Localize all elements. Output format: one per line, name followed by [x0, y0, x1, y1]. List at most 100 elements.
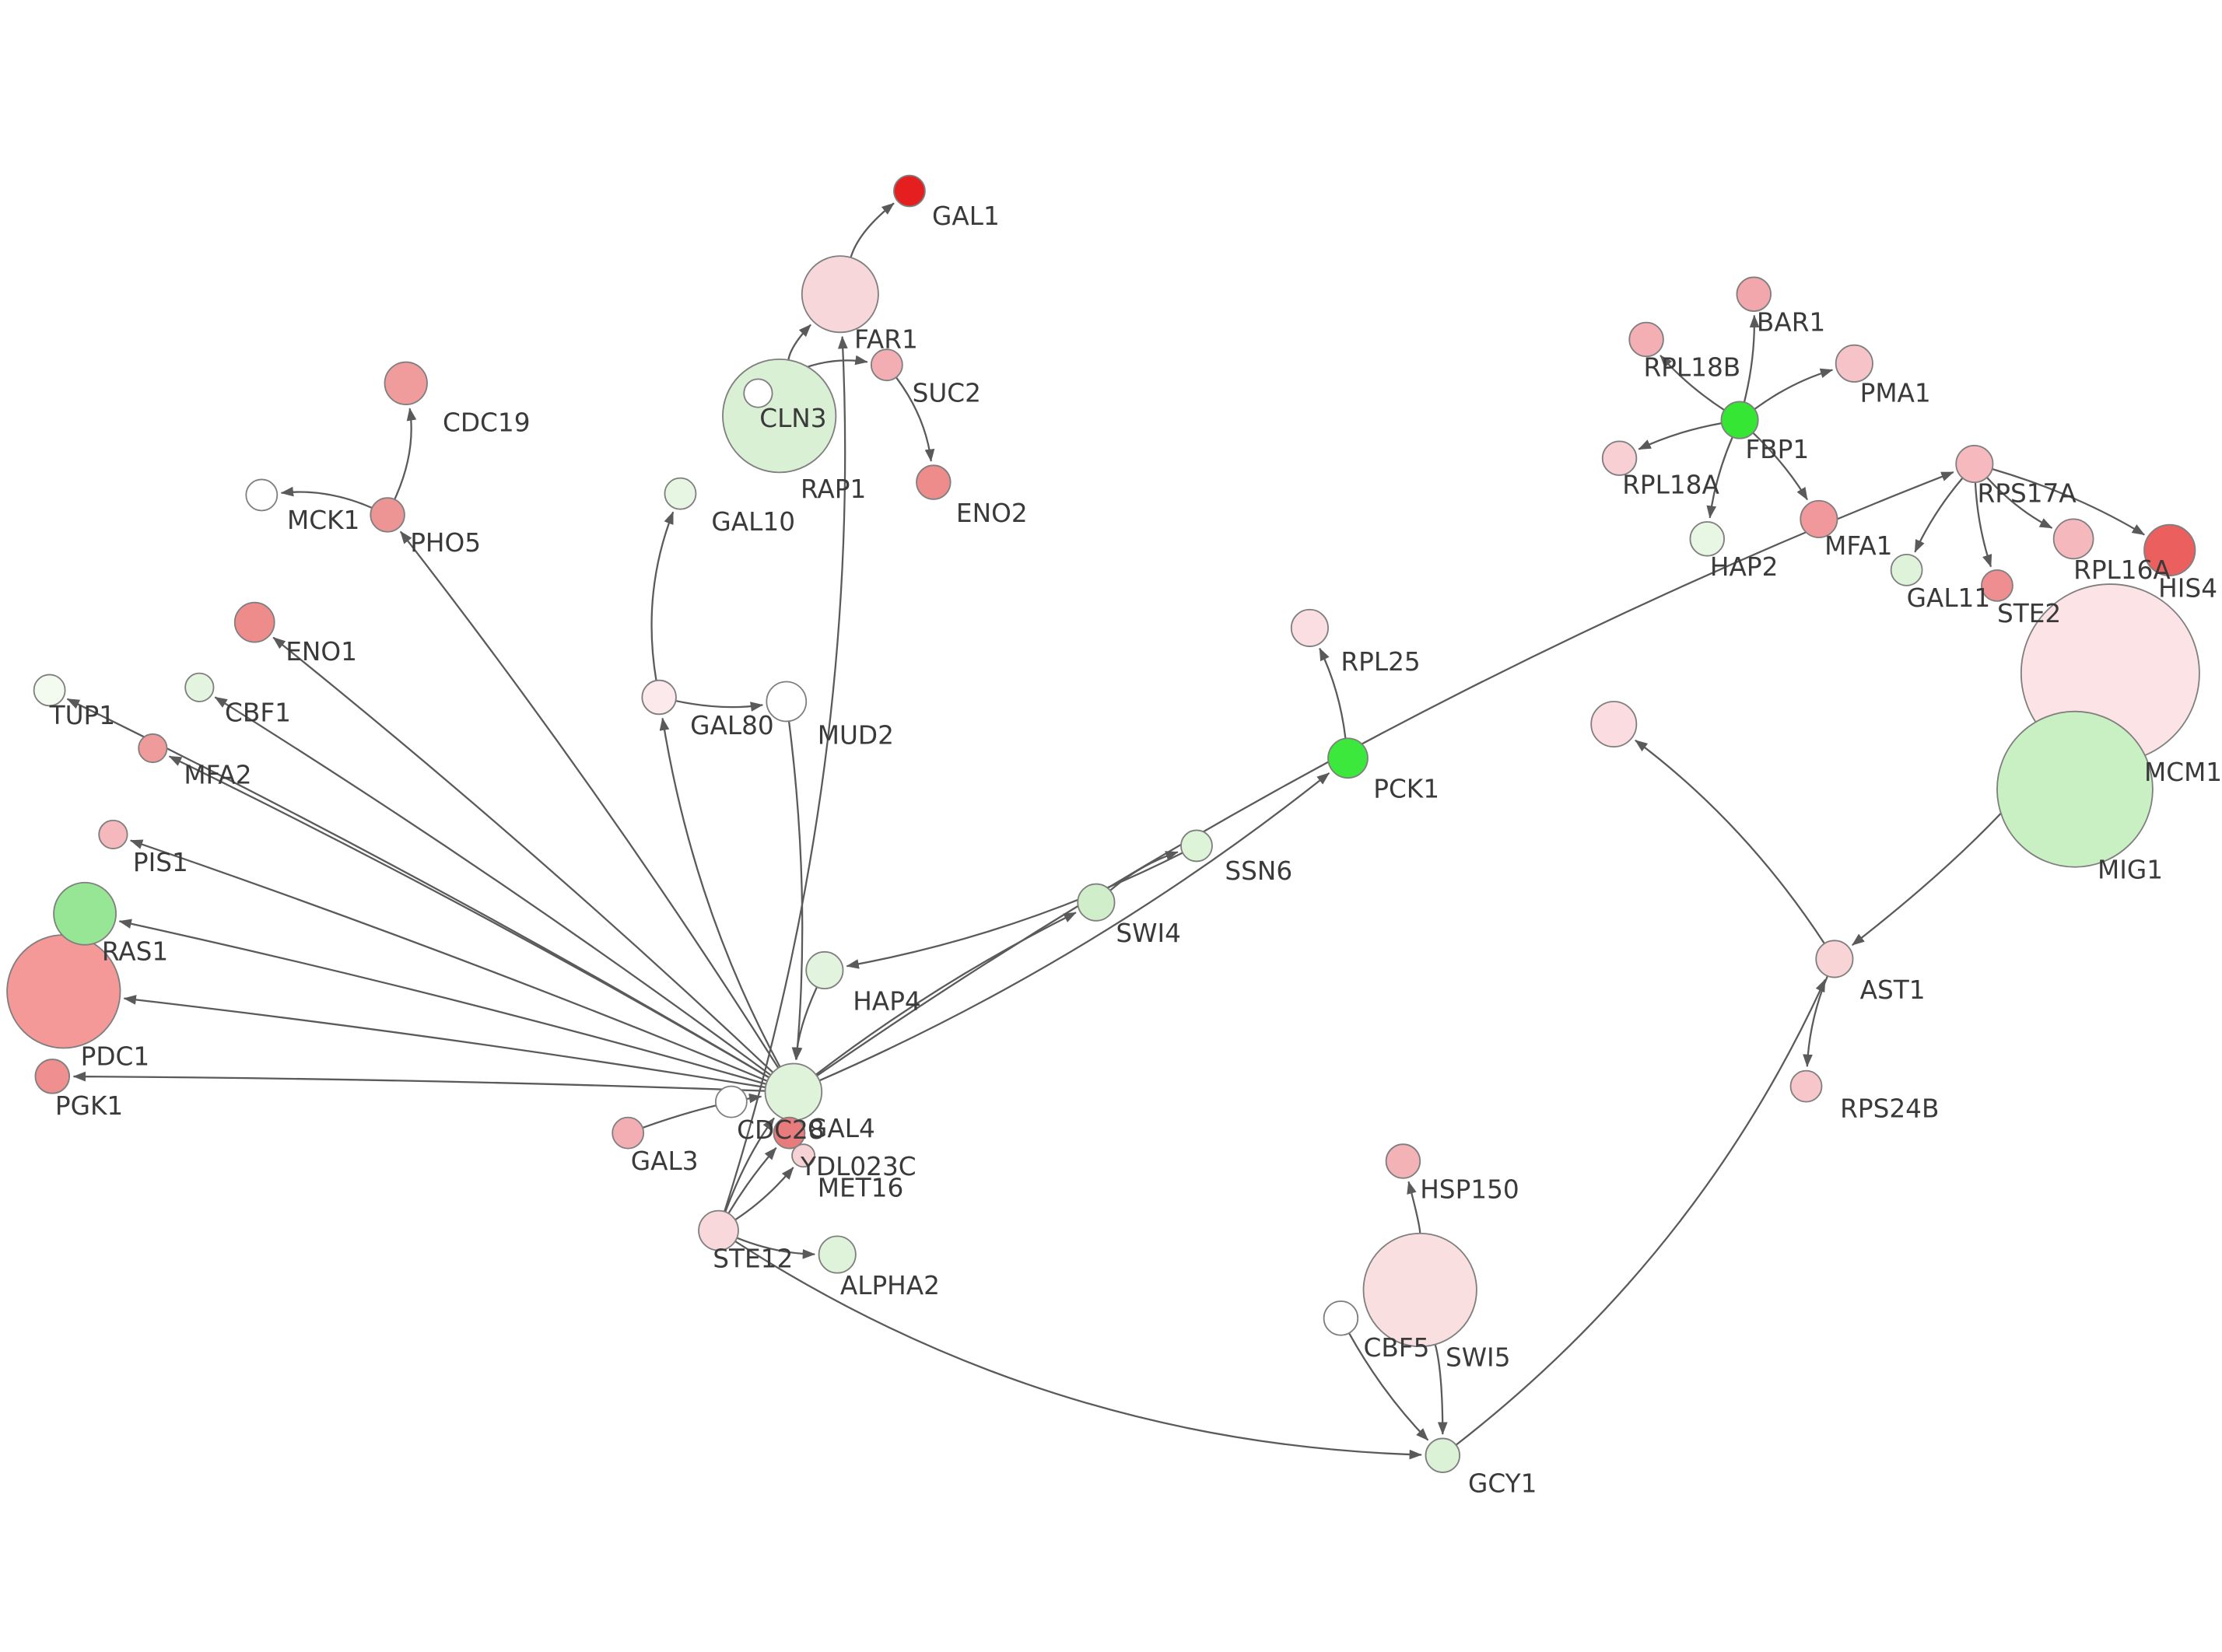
- node-CDC28[interactable]: [714, 1085, 748, 1118]
- node-RPS17A[interactable]: [1955, 444, 1994, 484]
- node-HIS4[interactable]: [2143, 523, 2196, 577]
- edge-GAL4-RPS17A: [816, 471, 1954, 1077]
- edge-GAL3-GAL4: [642, 1093, 762, 1129]
- node-GAL4[interactable]: [764, 1062, 823, 1122]
- node-HSP150[interactable]: [1385, 1143, 1421, 1179]
- edge-HAP4-GAL4: [791, 986, 818, 1061]
- node-label-RPS17A: RPS17A: [1977, 479, 2077, 509]
- node-label-RPL25: RPL25: [1341, 647, 1420, 677]
- node-label-PIS1: PIS1: [133, 848, 188, 877]
- node-BAR1[interactable]: [1736, 276, 1772, 312]
- node-FBP1[interactable]: [1720, 401, 1759, 439]
- node-label-HAP2: HAP2: [1710, 552, 1779, 582]
- node-CBF1[interactable]: [184, 672, 215, 702]
- node-FAR1[interactable]: [801, 255, 879, 334]
- node-GAL1[interactable]: [893, 174, 926, 208]
- node-label-MIG1: MIG1: [2098, 855, 2163, 884]
- node-AST1[interactable]: [1815, 940, 1854, 978]
- edge-layer: [66, 202, 2145, 1460]
- node-label-MFA1: MFA1: [1824, 531, 1892, 561]
- node-RPL18A[interactable]: [1601, 440, 1638, 476]
- node-GAL10[interactable]: [664, 477, 697, 510]
- node-MFA2[interactable]: [138, 733, 168, 764]
- node-ENO1[interactable]: [233, 601, 275, 643]
- node-PGK1[interactable]: [34, 1059, 70, 1094]
- node-label-ALPHA2: ALPHA2: [840, 1271, 940, 1300]
- node-ALPHA2[interactable]: [818, 1235, 857, 1274]
- node-PMA1[interactable]: [1835, 344, 1873, 383]
- edge-STE12-YDL023C: [727, 1146, 777, 1214]
- node-label-GAL80: GAL80: [690, 711, 774, 740]
- node-GAL80[interactable]: [641, 679, 677, 716]
- node-SWI4[interactable]: [1077, 883, 1116, 922]
- node-RPL25[interactable]: [1290, 608, 1329, 647]
- node-GAL3[interactable]: [612, 1116, 645, 1150]
- node-ENO2[interactable]: [916, 464, 952, 500]
- node-SWI5[interactable]: [1362, 1232, 1477, 1348]
- node-label-MET16: MET16: [818, 1173, 904, 1202]
- node-PCK1[interactable]: [1327, 737, 1369, 779]
- node-GCY1[interactable]: [1425, 1437, 1461, 1473]
- edge-GAL4-PGK1: [72, 1071, 766, 1092]
- node-PHO5[interactable]: [370, 497, 405, 533]
- node-RPL16A[interactable]: [2052, 518, 2094, 560]
- node-label-CDC28: CDC28: [737, 1115, 825, 1145]
- node-MET16[interactable]: [791, 1143, 816, 1168]
- node-label-CBF1: CBF1: [225, 698, 291, 727]
- node-layer: [6, 174, 2200, 1473]
- node-TUP1[interactable]: [33, 674, 66, 707]
- node-label-MUD2: MUD2: [818, 721, 894, 751]
- edge-AST1-RPS24B: [1803, 975, 1829, 1068]
- node-label-SWI4: SWI4: [1116, 919, 1181, 948]
- edge-GAL4-CBF1: [214, 696, 772, 1076]
- node-label-MCK1: MCK1: [287, 506, 359, 535]
- edge-GAL4-ENO1: [272, 636, 774, 1073]
- node-SUC2[interactable]: [870, 348, 903, 382]
- node-SSN6[interactable]: [1180, 829, 1213, 863]
- edge-GAL4-PIS1: [129, 839, 768, 1082]
- edge-RPS17A-HIS4: [1992, 467, 2145, 536]
- node-HAP2[interactable]: [1689, 521, 1725, 557]
- node-RAS1[interactable]: [53, 881, 117, 946]
- edge-MUD2-GAL4: [787, 721, 804, 1061]
- edge-SWI5-GCY1: [1434, 1344, 1448, 1435]
- node-RPS24B[interactable]: [1789, 1069, 1823, 1103]
- node-label-PHO5: PHO5: [410, 528, 481, 558]
- node-STE2[interactable]: [1981, 569, 2013, 602]
- node-PIS1[interactable]: [98, 819, 128, 850]
- node-GAL11[interactable]: [1890, 553, 1923, 586]
- node-UNNAMED[interactable]: [1590, 701, 1638, 748]
- edge-SUC2-ENO2: [895, 376, 935, 462]
- node-CDC19[interactable]: [384, 361, 428, 405]
- edge-PCK1-RPL25: [1319, 647, 1347, 739]
- node-HAP4[interactable]: [805, 950, 844, 990]
- edge-CLN3-FAR1: [787, 324, 811, 361]
- node-label-GAL4: GAL4: [808, 1114, 875, 1143]
- node-MUD2[interactable]: [766, 681, 808, 723]
- node-CBF5[interactable]: [1323, 1300, 1359, 1336]
- node-RPL18B[interactable]: [1628, 321, 1664, 358]
- node-MIG1[interactable]: [1996, 710, 2154, 868]
- edge-GAL80-MUD2: [675, 699, 764, 712]
- node-label-RPL16A: RPL16A: [2073, 555, 2171, 585]
- node-MCK1[interactable]: [245, 478, 279, 512]
- node-label-HAP4: HAP4: [853, 986, 921, 1016]
- edge-FBP1-RPL18B: [1659, 355, 1725, 411]
- node-RAP1[interactable]: [743, 378, 773, 408]
- node-label-MFA2: MFA2: [184, 760, 251, 789]
- node-YDL023C[interactable]: [773, 1116, 806, 1150]
- edge-PHO5-MCK1: [280, 486, 373, 509]
- node-label-SWI5: SWI5: [1446, 1343, 1511, 1373]
- node-label-PDC1: PDC1: [81, 1041, 150, 1071]
- node-STE12[interactable]: [698, 1209, 739, 1251]
- node-label-GAL1: GAL1: [932, 201, 1000, 231]
- label-layer: MCM1MIG1SWI5PDC1RAS1PGK1CLN3RAP1FAR1GAL1…: [49, 201, 2222, 1498]
- node-label-HSP150: HSP150: [1420, 1174, 1519, 1204]
- node-label-SUC2: SUC2: [913, 378, 981, 408]
- node-MFA1[interactable]: [1800, 499, 1838, 538]
- node-label-STE2: STE2: [1997, 599, 2061, 628]
- edge-RPS17A-STE2: [1974, 482, 1992, 568]
- edge-RPS17A-GAL11: [1914, 477, 1964, 553]
